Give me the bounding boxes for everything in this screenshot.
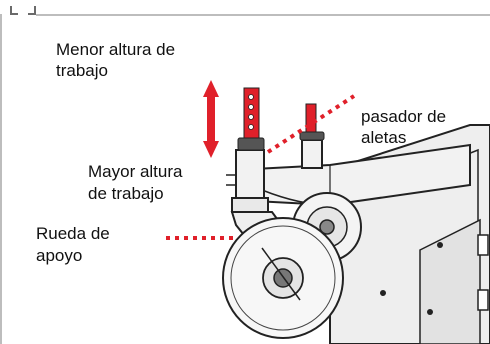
higher-height-label-2: de trabajo xyxy=(88,184,164,203)
machine-slot xyxy=(477,234,489,256)
rear-post xyxy=(301,139,323,169)
corner-bracket-right xyxy=(34,6,36,15)
lower-height-label-2: trabajo xyxy=(56,61,108,80)
corner-bracket-right-foot xyxy=(28,13,36,15)
pin-label-2: aletas xyxy=(361,128,407,147)
support-wheel-label-2: apoyo xyxy=(36,246,83,265)
machine-lower-panel xyxy=(419,218,481,344)
support-wheel-label: Rueda de xyxy=(36,224,110,243)
lower-height-label: Menor altura de xyxy=(56,40,176,59)
corner-bracket-left-foot xyxy=(10,13,18,15)
frame-left-line xyxy=(0,14,2,344)
higher-height-label: Mayor altura xyxy=(88,162,183,181)
frame-top-line xyxy=(36,14,490,16)
pin-label: pasador de xyxy=(361,107,447,126)
corner-bracket-left xyxy=(10,6,12,15)
double-arrow-vertical-icon xyxy=(203,80,219,158)
front-post xyxy=(235,149,265,206)
machine-slot-lower xyxy=(477,289,489,311)
